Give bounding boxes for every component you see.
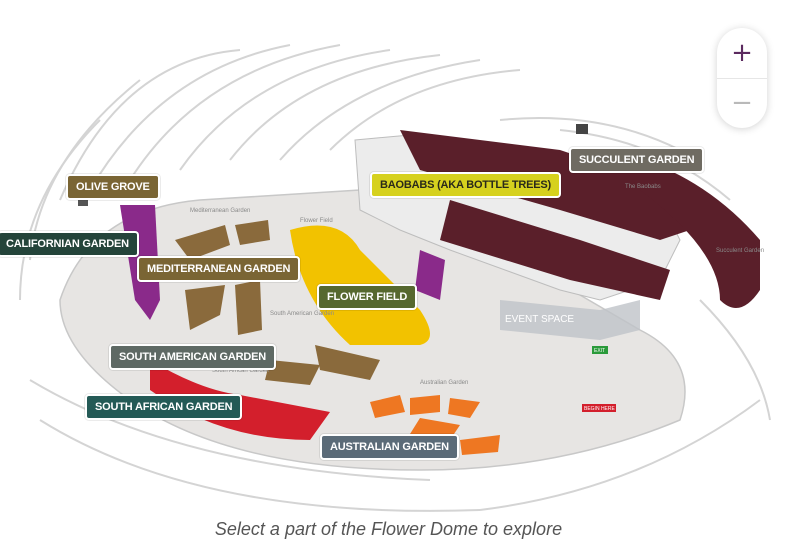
mediterranean-garden-tag[interactable]: MEDITERRANEAN GARDEN xyxy=(137,256,301,282)
zoom-control: + − xyxy=(717,28,767,128)
zoom-out-button[interactable]: − xyxy=(717,78,767,128)
flower-field-tag[interactable]: FLOWER FIELD xyxy=(317,284,418,310)
map-label-australian: Australian Garden xyxy=(420,380,468,386)
map-label-baobabs: The Baobabs xyxy=(625,184,661,190)
south-african-garden-tag[interactable]: SOUTH AFRICAN GARDEN xyxy=(85,394,243,420)
minus-icon: − xyxy=(731,88,753,118)
map-label-south-african: South African Garden xyxy=(212,368,269,374)
begin-here-sign: BEGIN HERE xyxy=(584,406,616,412)
map-label-south-american: South American Garden xyxy=(270,311,334,317)
californian-garden-tag[interactable]: CALIFORNIAN GARDEN xyxy=(0,231,139,257)
olive-grove-area[interactable] xyxy=(78,198,88,206)
succulent-garden-area[interactable] xyxy=(610,150,760,308)
plus-icon: + xyxy=(731,38,753,68)
south-american-garden-tag[interactable]: SOUTH AMERICAN GARDEN xyxy=(109,344,276,370)
map-caption: Select a part of the Flower Dome to expl… xyxy=(214,519,563,539)
australian-garden-area[interactable] xyxy=(370,395,500,455)
south-american-garden-area[interactable] xyxy=(265,345,380,385)
map-label-mediterranean: Mediterranean Garden xyxy=(190,208,250,214)
zoom-in-button[interactable]: + xyxy=(717,28,767,79)
australian-garden-tag[interactable]: AUSTRALIAN GARDEN xyxy=(320,434,459,460)
baobabs-tag[interactable]: BAOBABS (AKA BOTTLE TREES) xyxy=(370,172,561,198)
succulent-garden-tag[interactable]: SUCCULENT GARDEN xyxy=(569,147,705,173)
map-label-event-space: EVENT SPACE xyxy=(505,314,574,325)
olive-grove-tag[interactable]: OLIVE GROVE xyxy=(66,174,160,200)
lift-icon xyxy=(576,124,588,134)
mediterranean-garden-area[interactable] xyxy=(175,220,270,335)
exit-sign: EXIT xyxy=(594,348,605,354)
map-label-flower-field: Flower Field xyxy=(300,218,333,224)
map-label-succulent: Succulent Garden xyxy=(716,248,764,254)
